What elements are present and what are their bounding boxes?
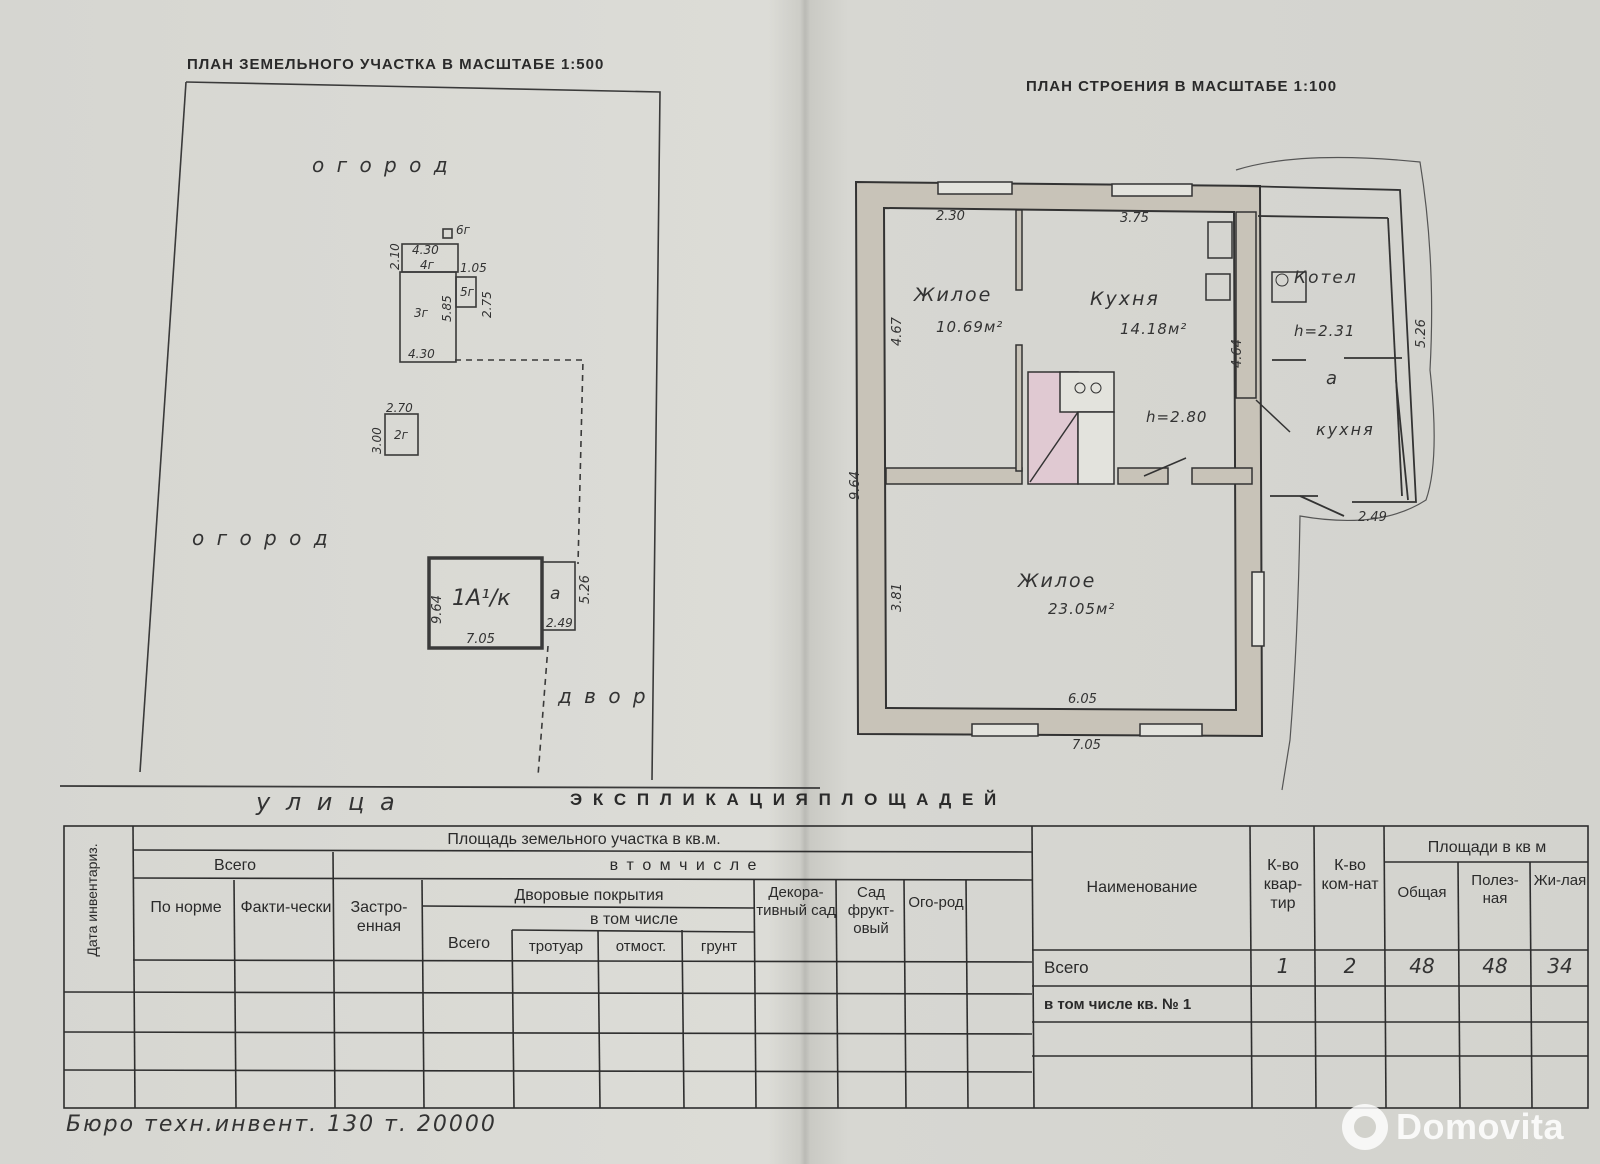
bureau-footer: Бюро техн.инвент. 130 т. 20000	[66, 1112, 497, 1137]
dim-top-mid: 3.75	[1120, 211, 1149, 226]
living-area-header: Жи-лая	[1533, 872, 1587, 889]
row-total-flats: 1	[1276, 954, 1290, 978]
rooms-column-header: К-во ком-нат	[1321, 857, 1379, 894]
row-total-rooms: 2	[1343, 954, 1357, 978]
dim-inner-wall: 4.64	[1230, 339, 1245, 368]
outbuilding-2-depth: 3.00	[370, 427, 384, 454]
flats-column-header: К-во квар-тир	[1263, 857, 1303, 913]
site-plan-title: ПЛАН ЗЕМЕЛЬНОГО УЧАСТКА В МАСШТАБЕ 1:500	[187, 56, 605, 73]
outbuilding-3-width: 4.30	[408, 347, 435, 361]
yard-total-header: Всего	[448, 935, 490, 952]
by-norm-header: По норме	[150, 899, 222, 916]
outbuilding-2-width: 2.70	[386, 401, 413, 415]
outbuilding-3-shape	[399, 271, 457, 363]
dim-bottom-outer: 7.05	[1072, 738, 1101, 753]
land-incl-header: в т о м ч и с л е	[609, 857, 759, 874]
outbuilding-3-depth: 5.85	[440, 295, 454, 322]
domovita-watermark: Domovita	[1342, 1104, 1564, 1150]
paper-fold	[800, 0, 810, 1164]
name-column-header: Наименование	[1086, 879, 1198, 896]
dim-bottom-inner: 6.05	[1068, 692, 1097, 707]
kitchen-area: 14.18м²	[1120, 320, 1188, 338]
building-plan-walls	[854, 156, 1435, 791]
outbuilding-4-label: 4г	[420, 258, 434, 272]
outbuilding-5-width: 1.05	[460, 261, 487, 275]
porch-width: 2.49	[546, 616, 573, 630]
blind-area-header: отмост.	[615, 938, 667, 955]
kitchen-name: Кухня	[1090, 288, 1160, 310]
living-room-2-name: Жилое	[1018, 570, 1097, 592]
built-header: Застро-енная	[350, 899, 408, 936]
annex-kitchen-label: кухня	[1316, 420, 1375, 439]
dim-top-left: 2.30	[936, 209, 965, 224]
total-area-header: Общая	[1397, 884, 1447, 901]
explication-table-lines	[63, 825, 1589, 1109]
date-column-header: Дата инвентариз.	[84, 843, 100, 957]
outbuilding-2-label: 2г	[394, 428, 408, 442]
outbuilding-5-label: 5г	[460, 285, 474, 299]
garden-top-label: о г о р о д	[312, 153, 451, 177]
row-total-name: Всего	[1044, 958, 1089, 977]
outbuilding-4-width: 4.30	[412, 243, 439, 257]
dim-annex-right: 5.26	[1414, 319, 1429, 348]
site-plan-lines	[59, 81, 821, 789]
living-room-1-area: 10.69м²	[936, 318, 1004, 336]
sidewalk-header: тротуар	[528, 938, 584, 955]
living-room-2-area: 23.05м²	[1048, 600, 1116, 618]
living-room-1-name: Жилое	[914, 284, 993, 306]
outbuilding-6-shape	[442, 228, 453, 239]
soil-header: грунт	[700, 938, 738, 955]
house-label: 1А¹/к	[452, 586, 511, 611]
outbuilding-2-shape	[384, 413, 419, 456]
actual-header: Факти-чески	[240, 899, 332, 916]
house-depth: 9.64	[430, 595, 445, 624]
domovita-logo-icon	[1342, 1104, 1388, 1150]
dim-left-upper: 4.67	[890, 317, 905, 346]
land-area-header: Площадь земельного участка в кв.м.	[447, 831, 721, 848]
domovita-watermark-text: Domovita	[1396, 1106, 1565, 1147]
row-flat1-name: в том числе кв. № 1	[1044, 996, 1192, 1013]
porch-shape	[541, 561, 576, 631]
row-total-area: 48	[1409, 954, 1435, 978]
dim-left-total: 9.64	[848, 471, 863, 500]
decorative-garden-header: Декора-тивный сад	[756, 884, 836, 919]
outbuilding-3-label: 3г	[414, 306, 428, 320]
outbuilding-6-label: 6г	[456, 223, 470, 237]
explication-title: Э К С П Л И К А Ц И Я П Л О Щ А Д Е Й	[570, 790, 1000, 809]
main-height: h=2.80	[1146, 408, 1208, 426]
street-label: у л и ц а	[256, 788, 399, 816]
vegetable-garden-header: Ого-род	[908, 894, 964, 911]
outbuilding-5-depth: 2.75	[480, 291, 494, 318]
row-total-living: 34	[1547, 954, 1573, 978]
areas-column-header: Площади в кв м	[1427, 839, 1547, 856]
porch-label: а	[550, 584, 561, 604]
boiler-label: Котел	[1294, 268, 1358, 288]
row-total-useful: 48	[1482, 954, 1508, 978]
yard-cover-header: Дворовые покрытия	[514, 887, 664, 904]
porch-depth: 5.26	[578, 575, 593, 604]
yard-incl-header: в том числе	[590, 911, 678, 928]
dim-annex-bottom: 2.49	[1358, 510, 1387, 525]
building-plan-title: ПЛАН СТРОЕНИЯ В МАСШТАБЕ 1:100	[1026, 78, 1338, 95]
yard-label: д в о р	[558, 684, 649, 708]
house-width: 7.05	[466, 632, 495, 647]
dim-left-lower: 3.81	[890, 583, 905, 612]
land-total-header: Всего	[214, 857, 256, 874]
useful-area-header: Полез-ная	[1471, 872, 1519, 907]
garden-left-label: о г о р о д	[192, 526, 331, 550]
annex-height: h=2.31	[1294, 322, 1356, 340]
orchard-header: Сад фрукт-овый	[847, 884, 895, 937]
outbuilding-4-depth: 2.10	[388, 243, 402, 270]
annex-letter: а	[1326, 368, 1338, 389]
